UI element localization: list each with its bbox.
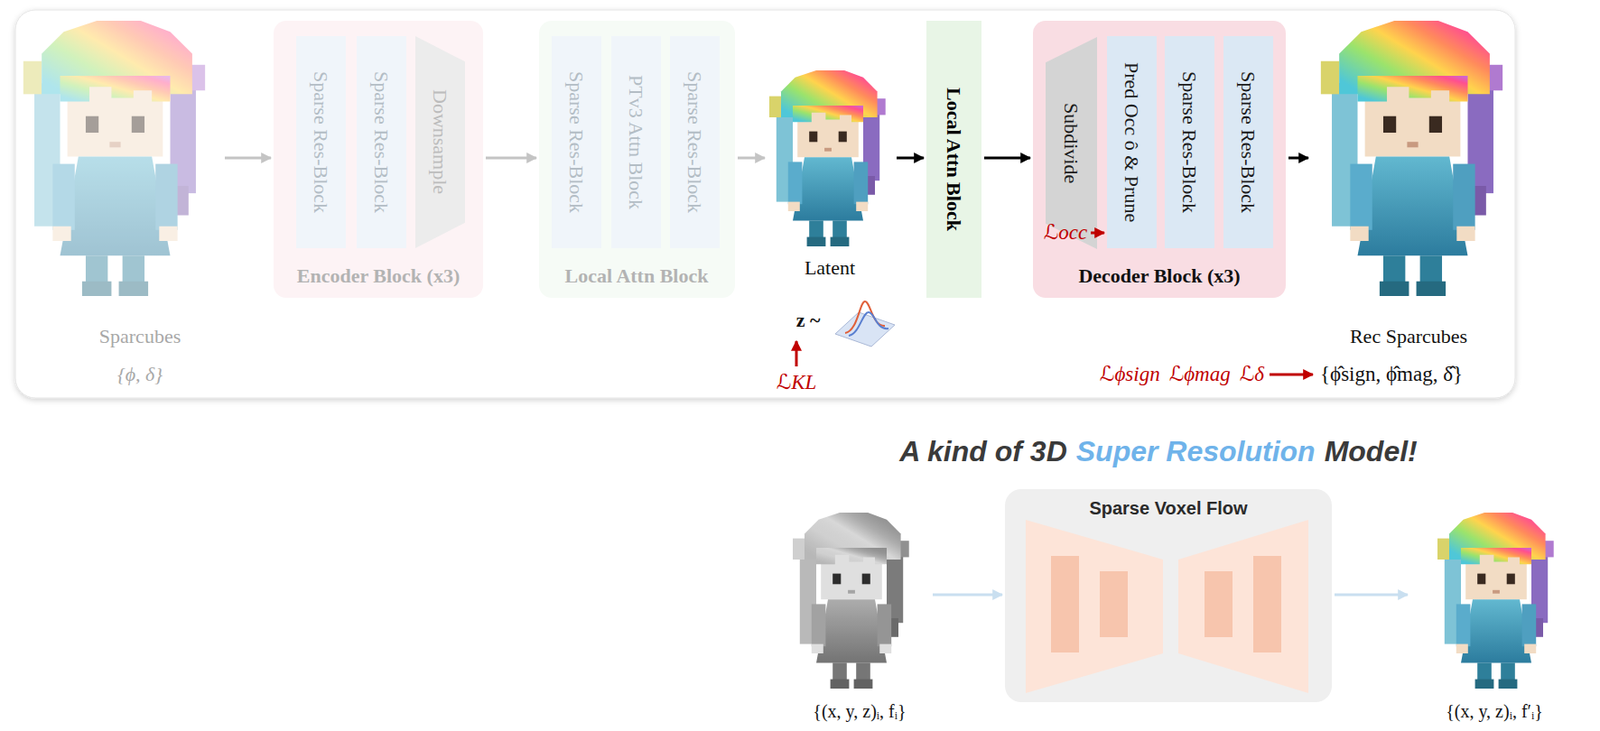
loss-term: ℒδ <box>1239 362 1265 387</box>
flow-arrow <box>1334 594 1408 597</box>
recon-loss-arrow <box>1269 373 1313 377</box>
flow-network-figure <box>1004 489 1332 703</box>
heading-text: A kind of 3D <box>899 435 1067 469</box>
flow-arrow <box>984 157 1031 160</box>
input-points-node: {(x, y, z)ᵢ, fᵢ} <box>787 510 931 727</box>
loss-term: ℒϕmag <box>1169 362 1231 387</box>
heading-highlight: Super Resolution <box>1076 435 1316 469</box>
downsample-block: Downsample <box>415 36 466 249</box>
res-block: Sparse Res-Block <box>551 36 602 249</box>
gaussian-icon <box>835 301 895 347</box>
input-sparcubes-figure <box>23 20 205 297</box>
latent-figure <box>769 70 886 247</box>
occupancy-block: Pred Occ ô & Prune <box>1106 36 1157 249</box>
latent-variable: z ~ <box>796 308 821 332</box>
loss-term: ℒϕsign <box>1099 362 1161 387</box>
heading-text: Model! <box>1324 435 1418 469</box>
kl-loss-arrow <box>795 341 799 367</box>
res-block: Sparse Res-Block <box>356 36 407 249</box>
top-panel <box>15 9 1516 399</box>
node-text: Sparcubes <box>99 325 181 348</box>
flow-arrow <box>896 157 924 160</box>
node-text: Sparse Res-Block <box>1178 71 1201 214</box>
node-text: Downsample <box>428 89 452 195</box>
node-text: Sparse Res-Block <box>565 71 588 214</box>
node-text: Sparse Res-Block <box>683 71 707 214</box>
node-text: Subdivide <box>1060 102 1083 184</box>
reconstruction-figure <box>1320 20 1503 297</box>
flow-model-box: Sparse Voxel Flow <box>1004 489 1332 703</box>
loss-term: ℒKL <box>776 371 818 395</box>
node-text: Rec Sparcubes <box>1349 325 1468 348</box>
res-block: Sparse Res-Block <box>669 36 720 249</box>
output-points-node: {(x, y, z)ᵢ, f′ᵢ} <box>1410 510 1572 727</box>
latent-node: Latent <box>767 54 894 285</box>
local-attn-panel: Local Attn Block Sparse Res-Block PTv3 Att… <box>539 20 735 298</box>
node-text: Pred Occ ô & Prune <box>1120 62 1144 223</box>
res-block: Sparse Res-Block <box>296 36 346 249</box>
node-text: Sparse Res-Block <box>370 71 393 214</box>
flow-arrow <box>224 157 271 160</box>
output-set: {ϕ̂sign, ϕ̂mag, δ̂} <box>1320 362 1463 387</box>
res-block: Sparse Res-Block <box>1164 36 1215 249</box>
encoder-panel: Encoder Block (x3) Sparse Res-Block Sparse… <box>273 20 484 298</box>
node-text: Sparse Voxel Flow <box>1088 498 1247 520</box>
node-text: Encoder Block (x3) <box>297 264 460 288</box>
attn-block: PTv3 Attn Block <box>611 36 661 249</box>
flow-arrow <box>1288 157 1309 160</box>
node-text: Decoder Block (x3) <box>1078 264 1240 288</box>
node-text: {ϕ, δ} <box>117 362 163 386</box>
input-figure-node: Sparcubes{ϕ, δ} <box>18 20 223 371</box>
subdivide-block: Subdivide <box>1045 37 1098 250</box>
node-text: Local Attn Block <box>942 87 966 232</box>
colored-output-figure <box>1437 512 1554 689</box>
flow-arrow <box>932 594 1003 597</box>
loss-term: ℒocc <box>1043 221 1088 245</box>
node-text: Latent <box>804 256 856 280</box>
local-attn-block: Local Attn Block <box>926 20 982 298</box>
flow-arrow <box>737 157 765 160</box>
node-text: Sparse Res-Block <box>1237 71 1260 214</box>
reconstruction-node: Rec Sparcubes <box>1311 20 1513 355</box>
node-text: {(x, y, z)ᵢ, fᵢ} <box>812 701 906 723</box>
flow-arrow <box>485 157 537 160</box>
node-text: {(x, y, z)ᵢ, f′ᵢ} <box>1445 701 1544 723</box>
decoder-panel: Decoder Block (x3) Subdivide Pred Occ ô & … <box>1032 20 1286 298</box>
occ-loss-arrow <box>1090 232 1105 235</box>
res-block: Sparse Res-Block <box>1223 36 1274 249</box>
node-text: Local Attn Block <box>565 264 709 288</box>
node-text: Sparse Res-Block <box>309 71 333 214</box>
node-text: PTv3 Attn Block <box>624 74 648 210</box>
gray-input-figure <box>792 512 910 689</box>
